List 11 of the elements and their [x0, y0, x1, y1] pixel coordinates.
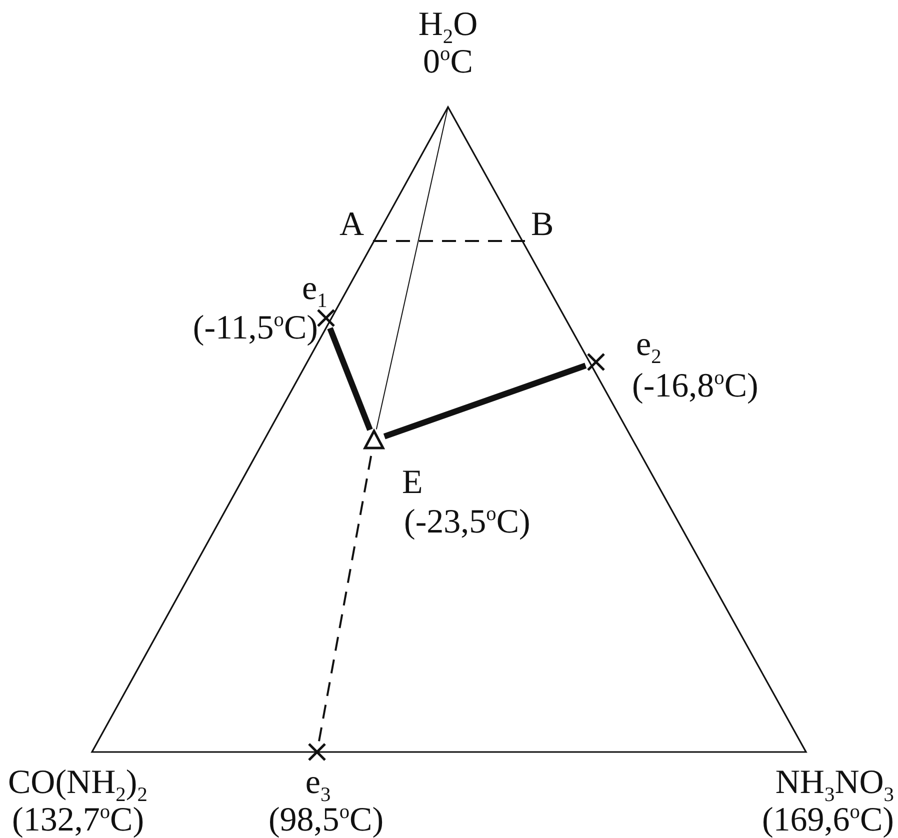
thick-line	[383, 362, 587, 440]
point-label: A	[339, 208, 364, 242]
point-label: e$_{1}$	[302, 272, 328, 312]
point-label: e$_{2}$	[636, 328, 662, 368]
temperature-label: (-23,5$^{o}$C)	[404, 504, 530, 540]
temperature-label: (-16,8$^{o}$C)	[632, 368, 758, 404]
temperature-label: (-11,5$^{o}$C)	[192, 310, 318, 346]
point-label: E	[402, 466, 423, 500]
dashed-line	[373, 240, 527, 242]
point-label: B	[531, 208, 554, 242]
thick-line	[327, 327, 373, 431]
